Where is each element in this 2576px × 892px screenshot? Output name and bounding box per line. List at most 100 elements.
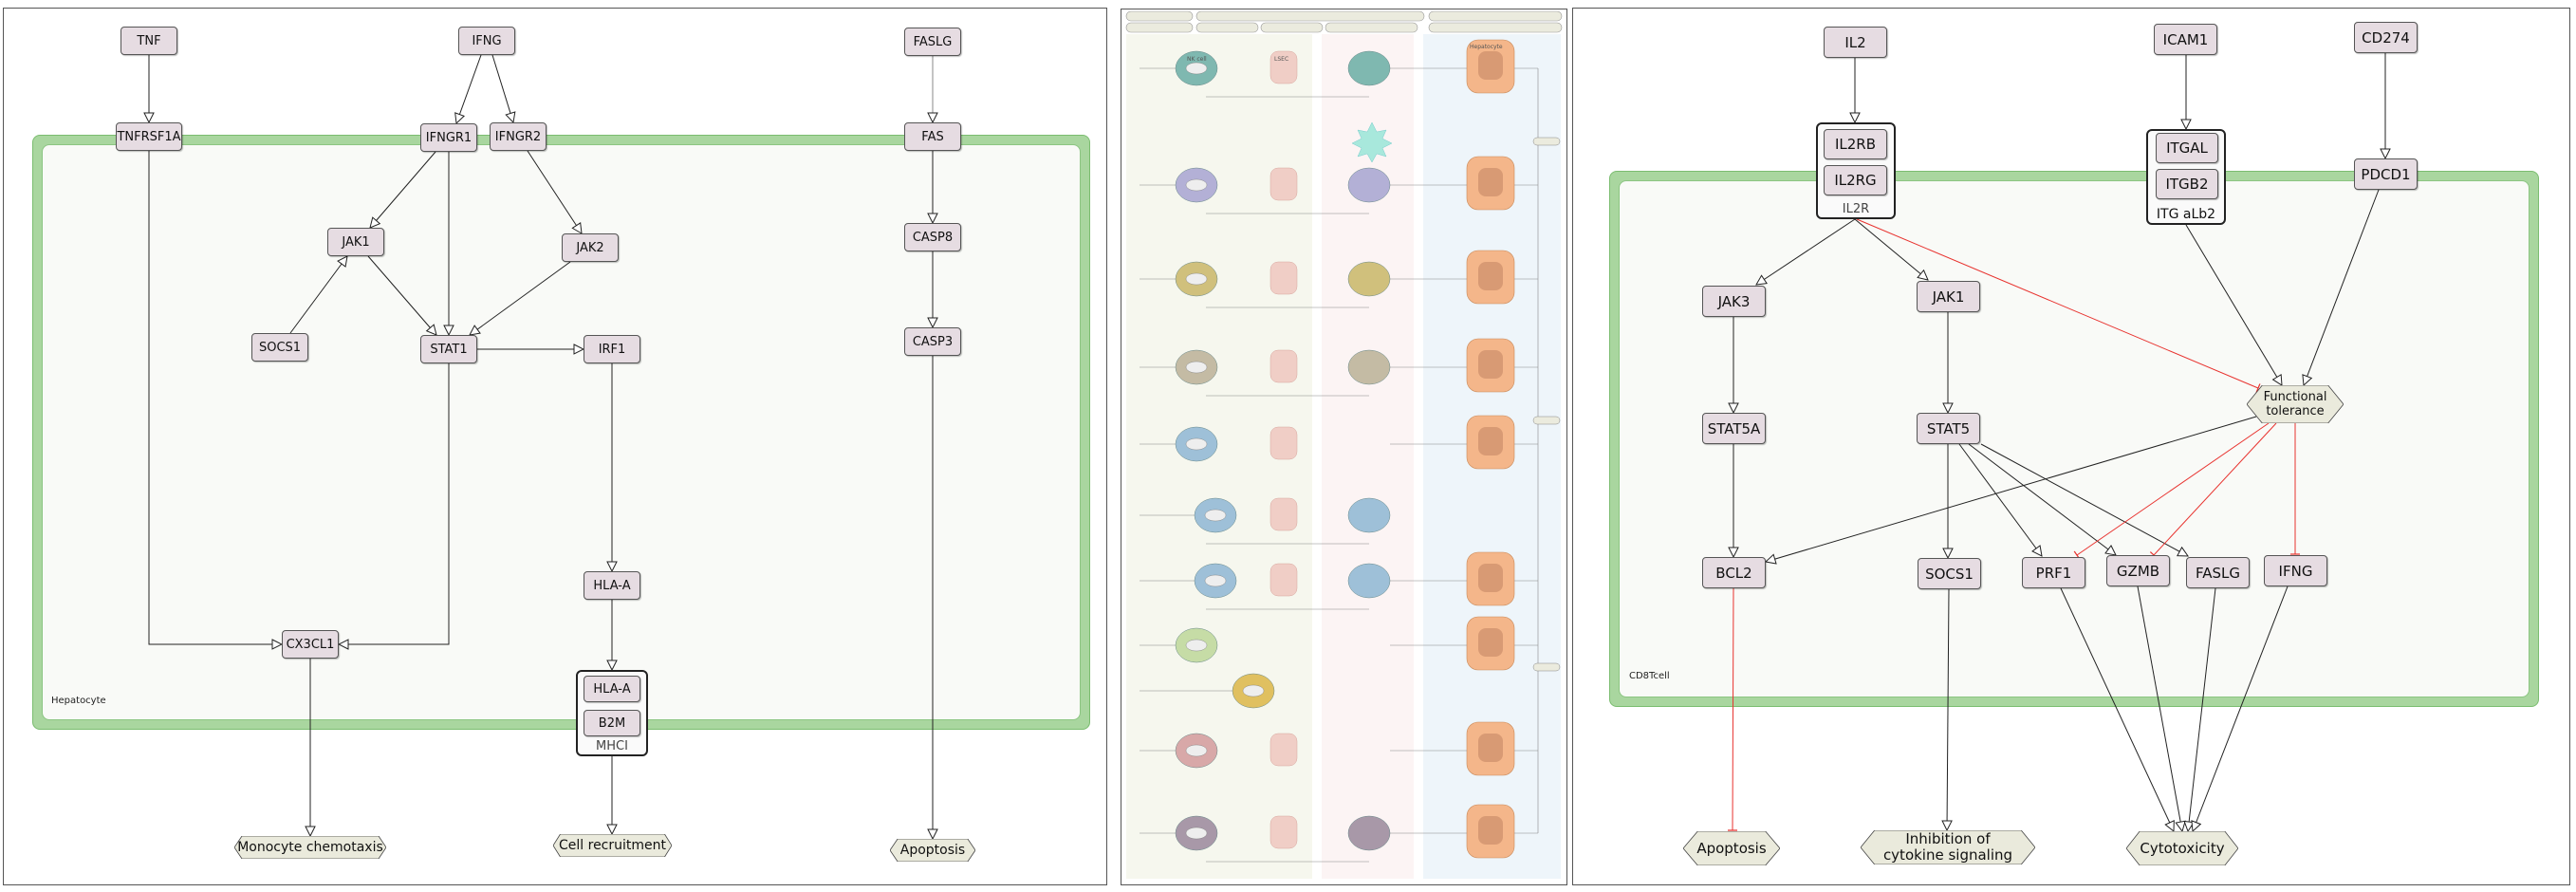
node-stat5a[interactable]: STAT5A xyxy=(1702,413,1766,444)
hepatocyte-nucleus xyxy=(1478,734,1503,762)
outcome-inhibition-of-cytokine-signaling[interactable]: Inhibition of cytokine signaling xyxy=(1861,830,2035,864)
outcome-cell-recruitment[interactable]: Cell recruitment xyxy=(553,834,672,857)
node-socs1-right[interactable]: SOCS1 xyxy=(1918,558,1981,589)
node-tnfrsf1a[interactable]: TNFRSF1A xyxy=(116,122,182,151)
edge-ifng-ifngr2 xyxy=(491,54,513,122)
node-stat5[interactable]: STAT5 xyxy=(1917,413,1980,444)
edge-itg-functional-tolerance xyxy=(2185,224,2282,385)
node-itgal[interactable]: ITGAL xyxy=(2156,133,2218,163)
edge-il2r-inhibits-functional-tolerance xyxy=(1856,218,2261,393)
hepatocyte-nucleus xyxy=(1478,628,1503,657)
hepatocyte-nucleus xyxy=(1478,427,1503,455)
label-hepatocyte: Hepatocyte xyxy=(1470,44,1503,50)
lsec-cell-3 xyxy=(1269,349,1298,383)
node-jak1-right[interactable]: JAK1 xyxy=(1917,281,1980,312)
lsec-cell-9 xyxy=(1269,733,1298,767)
node-casp3[interactable]: CASP3 xyxy=(904,327,961,356)
node-il2[interactable]: IL2 xyxy=(1824,27,1887,58)
node-hla-a[interactable]: HLA-A xyxy=(584,571,640,600)
node-ifng[interactable]: IFNG xyxy=(458,27,515,55)
outcome-pill-2 xyxy=(1532,662,1561,672)
hepatocyte-nucleus xyxy=(1478,262,1503,290)
edge-ifng-cytotoxicity xyxy=(2193,585,2289,831)
node-faslg[interactable]: FASLG xyxy=(904,28,961,56)
subheader-pill-2 xyxy=(1260,22,1324,33)
node-fas[interactable]: FAS xyxy=(904,122,961,151)
node-jak2[interactable]: JAK2 xyxy=(562,233,619,262)
outcome-label: Apoptosis xyxy=(899,842,966,858)
node-il2rg[interactable]: IL2RG xyxy=(1824,165,1887,195)
node-itgb2[interactable]: ITGB2 xyxy=(2156,169,2218,199)
hepatocyte-nucleus xyxy=(1478,168,1503,196)
node-tnf[interactable]: TNF xyxy=(120,27,177,55)
subheader-pill-4 xyxy=(1428,22,1563,33)
node-bcl2[interactable]: BCL2 xyxy=(1702,557,1766,588)
cell-process xyxy=(1185,437,1208,451)
cell-process xyxy=(1185,272,1208,286)
node-il2rb[interactable]: IL2RB xyxy=(1824,129,1887,159)
cell-process xyxy=(1185,639,1208,652)
edge-functional-tolerance-inhibits-prf1 xyxy=(2073,422,2270,560)
group-itg-label: ITG aLb2 xyxy=(2156,207,2216,222)
edge-stat5-faslg xyxy=(1980,443,2188,556)
subheader-pill-0 xyxy=(1125,22,1194,33)
perisinusoidal-cell-3 xyxy=(1347,349,1391,385)
node-jak1[interactable]: JAK1 xyxy=(327,228,384,256)
hexagon-shape xyxy=(1861,830,2035,864)
node-socs1[interactable]: SOCS1 xyxy=(251,333,308,362)
node-ifngr2[interactable]: IFNGR2 xyxy=(490,122,547,151)
node-mhci-b2m[interactable]: B2M xyxy=(584,710,640,736)
edge-ifngr2-jak2 xyxy=(527,150,582,233)
edge-jak1-stat1 xyxy=(367,255,436,335)
hexagon-shape xyxy=(890,839,975,862)
outcome-apoptosis-left[interactable]: Apoptosis xyxy=(890,839,975,862)
header-pill-2 xyxy=(1428,10,1563,22)
outcome-pill-1 xyxy=(1532,416,1561,425)
outcome-label: Monocyte chemotaxis xyxy=(237,839,383,855)
outcome-cytotoxicity[interactable]: Cytotoxicity xyxy=(2126,831,2238,865)
node-icam1[interactable]: ICAM1 xyxy=(2154,24,2217,55)
hepatocyte-nucleus xyxy=(1478,51,1503,80)
edge-ifngr1-jak1 xyxy=(370,151,436,228)
lsec-cell-2 xyxy=(1269,261,1298,295)
functional-tolerance-node[interactable]: Functional tolerance xyxy=(2247,385,2344,423)
outcome-apoptosis-right[interactable]: Apoptosis xyxy=(1683,831,1780,865)
lsec-cell-0 xyxy=(1269,50,1298,84)
label-nk-cell: NK cell xyxy=(1187,56,1207,63)
edge-faslg-cytotoxicity xyxy=(2188,587,2216,831)
node-cd274[interactable]: CD274 xyxy=(2354,22,2418,53)
outcome-monocyte-chemotaxis[interactable]: Monocyte chemotaxis xyxy=(234,836,386,859)
node-casp8[interactable]: CASP8 xyxy=(904,223,961,251)
edge-il2r-jak3 xyxy=(1756,218,1856,285)
node-irf1[interactable]: IRF1 xyxy=(584,335,640,363)
hexagon-shape xyxy=(234,836,386,859)
cell-process xyxy=(1185,178,1208,192)
outcome-label: Inhibition of cytokine signaling xyxy=(1882,830,2013,864)
edge-stat5-gzmb xyxy=(1968,443,2116,555)
node-pdcd1[interactable]: PDCD1 xyxy=(2354,158,2418,190)
node-stat1[interactable]: STAT1 xyxy=(420,335,477,363)
edge-il2r-jak1 xyxy=(1854,218,1928,280)
hexagon-shape xyxy=(553,834,672,857)
perisinusoidal-cell-10 xyxy=(1347,815,1391,851)
header-pill-0 xyxy=(1125,10,1194,22)
node-jak3[interactable]: JAK3 xyxy=(1702,286,1766,317)
perisinusoidal-cell-1 xyxy=(1347,167,1391,203)
node-ifngr1[interactable]: IFNGR1 xyxy=(420,123,477,152)
cell-process xyxy=(1242,684,1265,697)
functional-tolerance-label: Functional tolerance xyxy=(2263,390,2327,418)
edge-functional-tolerance-bcl2 xyxy=(1766,416,2257,562)
node-faslg-right[interactable]: FASLG xyxy=(2186,557,2250,588)
node-prf1[interactable]: PRF1 xyxy=(2022,557,2085,588)
node-mhci-hla-a[interactable]: HLA-A xyxy=(584,676,640,702)
node-ifng-right[interactable]: IFNG xyxy=(2264,555,2327,586)
hepatocyte-nucleus xyxy=(1478,350,1503,379)
edge-jak2-stat1 xyxy=(470,261,571,335)
node-cx3cl1[interactable]: CX3CL1 xyxy=(282,630,339,659)
zone-2-background xyxy=(1322,34,1414,879)
lsec-cell-1 xyxy=(1269,167,1298,201)
cell-process xyxy=(1185,361,1208,374)
edge-socs1-jak1 xyxy=(289,256,347,334)
node-gzmb[interactable]: GZMB xyxy=(2106,555,2170,586)
